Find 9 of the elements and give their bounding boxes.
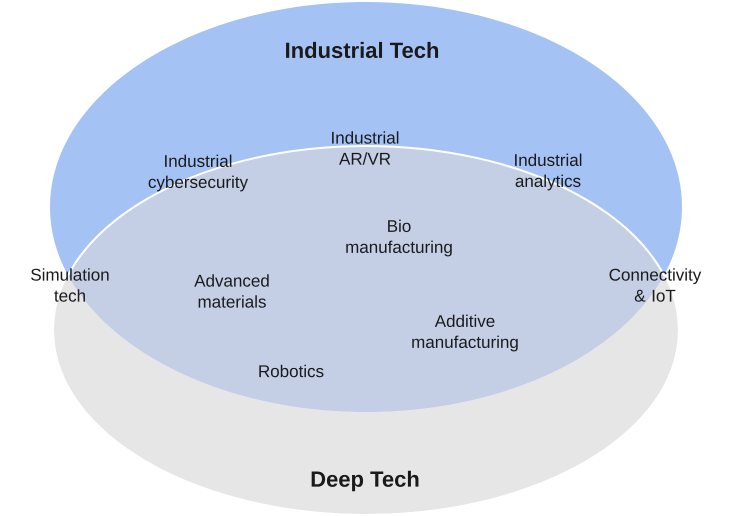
item-label: Industrial analytics — [515, 154, 582, 190]
item-label: Advanced materials — [194, 274, 269, 308]
item-label: Connectivity & IoT — [610, 268, 702, 302]
item-label: Simulation tech — [31, 268, 109, 302]
item-label: Bio manufacturing — [346, 220, 452, 256]
item-label: Industrial AR/VR — [332, 131, 398, 165]
item-label: Robotics — [259, 364, 324, 378]
item-label: Additive manufacturing — [412, 314, 518, 352]
item-label: Industrial cybersecurity — [148, 154, 248, 192]
